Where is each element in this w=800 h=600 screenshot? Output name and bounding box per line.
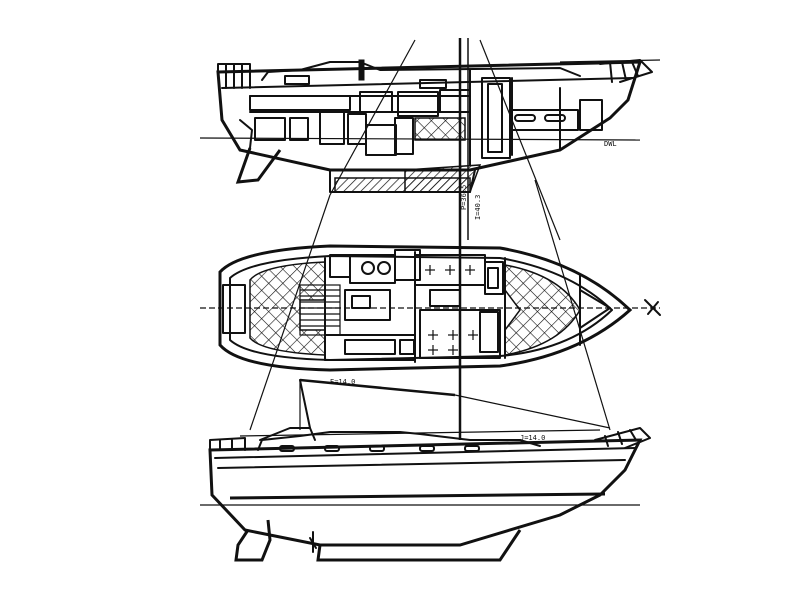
boom-dimension-e: E=14.0 (330, 378, 355, 386)
accommodation-plan-view: E=14.0 (200, 244, 661, 386)
outboard-profile-view: J=14.0 (200, 379, 651, 562)
waterline-label: DWL (604, 140, 617, 148)
j-dimension-label: J=14.0 (520, 434, 545, 442)
rigging-lines (249, 38, 611, 440)
mast-dimension-i: I=40.3 (474, 195, 482, 220)
mast-dimension-p: P=36.5 (460, 185, 468, 210)
inboard-profile-view: DWL P=36.5 I=40.3 (199, 59, 661, 220)
